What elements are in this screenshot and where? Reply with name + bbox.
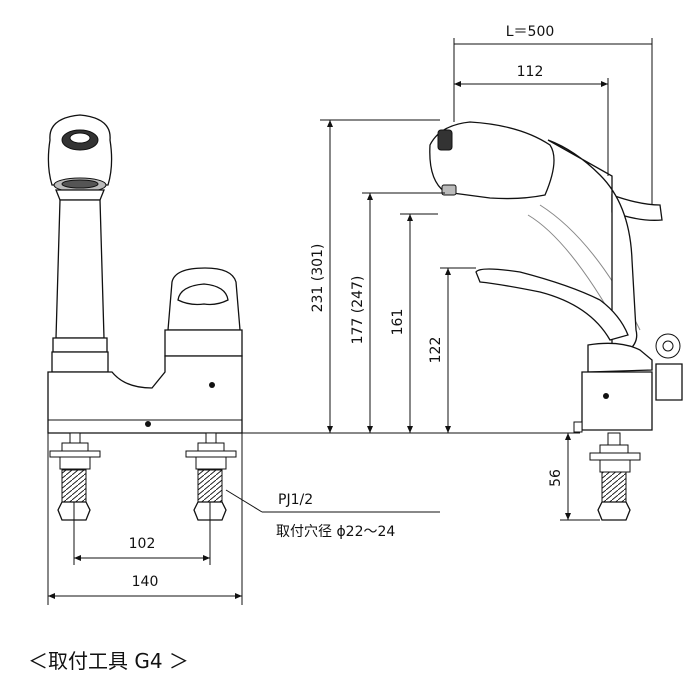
front-view: 102 140 PJ1/2 取付穴径 ϕ22～24: [47, 114, 440, 605]
height-lever-label: 122: [428, 337, 444, 364]
side-valve: [655, 333, 683, 401]
height-max-label: 231 (301): [310, 244, 326, 313]
height-spout-label: 161: [390, 309, 406, 336]
below-deck-label: 56: [548, 469, 564, 487]
hose-length-label: L＝500: [506, 24, 555, 40]
side-lever: [475, 268, 629, 341]
shower-ring: [52, 337, 108, 353]
side-view: [429, 121, 683, 521]
base-width-label: 140: [132, 574, 159, 590]
base-body: [47, 355, 243, 434]
side-supply-connector: [589, 432, 641, 521]
hole-pitch-label: 102: [129, 536, 156, 552]
right-supply-connector: [185, 432, 237, 521]
shower-head: [47, 114, 113, 201]
horizontal-dimensions: L＝500 112: [453, 24, 653, 205]
spout-reach-label: 112: [517, 64, 544, 80]
height-spout-max-label: 177 (247): [350, 276, 366, 345]
left-supply-connector: [49, 432, 101, 521]
front-lever: [164, 267, 243, 357]
shower-pipe: [55, 199, 105, 339]
vertical-dimensions: 231 (301) 177 (247) 161 122 56: [310, 119, 600, 521]
thread-size-label: PJ1/2: [278, 492, 313, 508]
mounting-hole-label: 取付穴径 ϕ22～24: [276, 524, 395, 540]
mounting-tool-caption: ＜取付工具 G4 ＞: [28, 649, 189, 673]
